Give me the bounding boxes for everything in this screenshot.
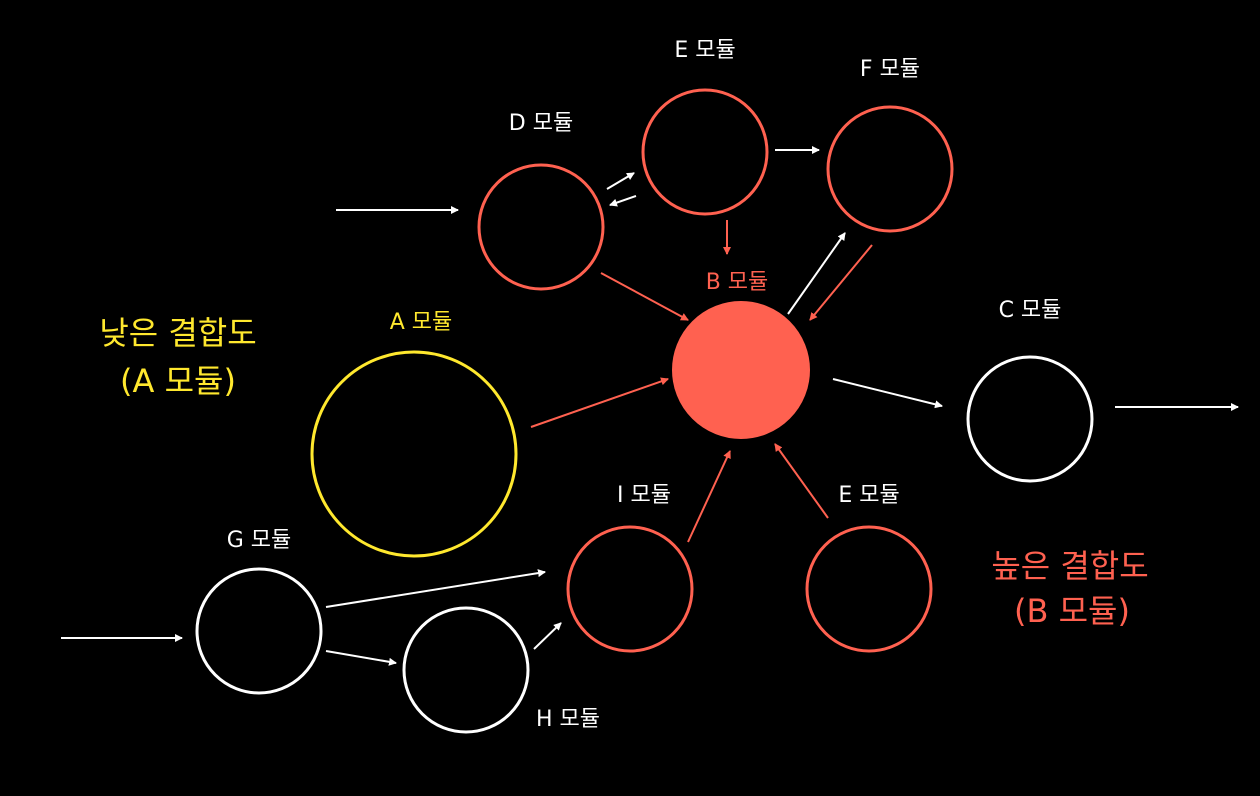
- node-i: [566, 525, 694, 653]
- label-b: B 모듈: [706, 270, 769, 295]
- edge-d-to-b: [600, 272, 689, 321]
- edge-h-to-i: [533, 622, 562, 650]
- label-e-top: E 모듈: [674, 38, 735, 63]
- label-g: G 모듈: [227, 528, 292, 553]
- low-coupling-title: 낮은 결합도: [99, 314, 256, 352]
- label-i: I 모듈: [617, 483, 671, 508]
- edge-b-to-f: [787, 232, 846, 315]
- node-a: [310, 350, 518, 558]
- low-coupling-subtitle: (A 모듈): [120, 362, 236, 400]
- node-g: [195, 567, 323, 695]
- node-b: [672, 301, 810, 439]
- node-c: [966, 355, 1094, 483]
- high-coupling-subtitle: (B 모듈): [1014, 592, 1130, 630]
- edge-e-top-to-d: [609, 195, 637, 207]
- edge-g-to-i: [325, 569, 546, 608]
- node-f: [826, 105, 954, 233]
- note-layer: 낮은 결합도 (A 모듈) 높은 결합도 (B 모듈): [99, 314, 1148, 630]
- edge-a-to-b: [530, 377, 669, 428]
- node-e-top: [641, 88, 769, 216]
- node-h: [402, 606, 530, 734]
- label-e-bottom: E 모듈: [838, 483, 899, 508]
- label-a: A 모듈: [390, 310, 453, 335]
- high-coupling-title: 높은 결합도: [991, 547, 1148, 585]
- label-h: H 모듈: [536, 707, 600, 732]
- edge-d-to-e-top: [606, 172, 635, 190]
- node-e-bottom: [805, 525, 933, 653]
- label-f: F 모듈: [860, 57, 920, 82]
- label-d: D 모듈: [509, 111, 573, 136]
- edge-e-bottom-to-b: [774, 443, 829, 519]
- edge-b-to-c: [832, 378, 943, 409]
- edge-f-to-b: [809, 244, 873, 321]
- edge-g-to-h: [325, 650, 397, 666]
- label-c: C 모듈: [999, 298, 1062, 323]
- node-d: [477, 163, 605, 291]
- node-layer: [195, 88, 1094, 734]
- edge-i-to-b: [687, 450, 731, 543]
- label-layer: E 모듈 F 모듈 D 모듈 B 모듈 A 모듈 C 모듈 I 모듈 E 모듈 …: [227, 38, 1062, 732]
- edge-layer: [61, 146, 1239, 666]
